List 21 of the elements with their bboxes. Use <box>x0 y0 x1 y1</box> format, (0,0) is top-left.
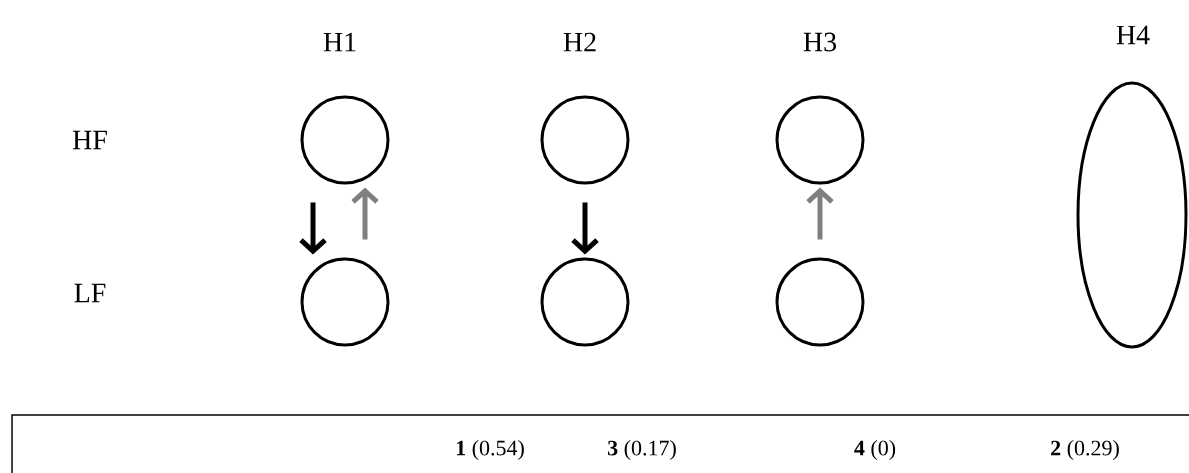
arrow <box>299 202 327 255</box>
ellipse <box>1076 81 1188 349</box>
circle <box>775 95 865 185</box>
row-heading: HF <box>72 130 107 150</box>
arrow <box>351 187 379 240</box>
column-heading: H3 <box>803 32 836 52</box>
column-heading: H1 <box>323 32 356 52</box>
cell-value: 4 (0) <box>854 440 896 460</box>
row-heading: LF <box>74 283 106 303</box>
circle <box>300 257 390 347</box>
cell-value: 1 (0.54) <box>456 440 524 460</box>
arrow <box>571 202 599 255</box>
column-heading: H2 <box>563 32 596 52</box>
circle <box>775 257 865 347</box>
cell-value: 3 (0.17) <box>608 440 676 460</box>
cell-value: 2 (0.29) <box>1051 440 1119 460</box>
circle <box>540 95 630 185</box>
column-heading: H4 <box>1116 25 1150 45</box>
arrow <box>806 187 834 240</box>
circle <box>540 257 630 347</box>
circle <box>300 95 390 185</box>
